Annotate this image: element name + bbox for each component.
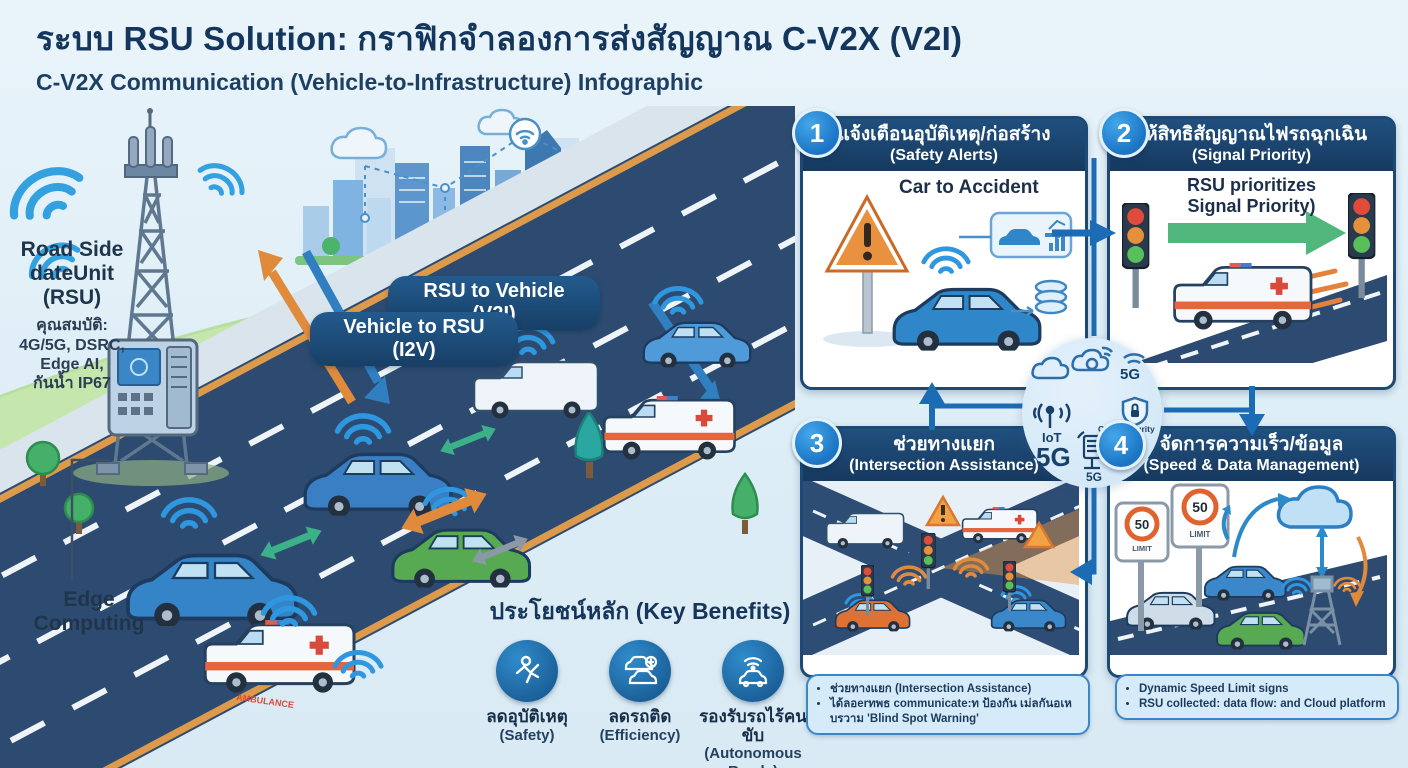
mini-warning-triangles [924, 494, 1056, 549]
panel2-caption: RSU prioritizes Signal Priority) [1186, 175, 1317, 216]
panel3-bullet: ได้ลอerทพธ communicate:ท ป้องกัน เม่ลกัน… [830, 697, 1080, 727]
svg-text:LIMIT: LIMIT [1132, 544, 1152, 553]
page-subtitle: C-V2X Communication (Vehicle-to-Infrastr… [36, 69, 704, 95]
panel-safety-alerts: แจ้งเตือนอุบัติเหตุ/ก่อสร้าง (Safety Ale… [800, 116, 1088, 390]
svg-text:50: 50 [1135, 517, 1149, 532]
panel1-title-en: (Safety Alerts) [890, 146, 998, 164]
panel4-title-th: จัดการความเร็ว/ข้อมูล [1159, 434, 1344, 455]
efficiency-icon [609, 640, 671, 702]
panel1-number-badge: 1 [792, 108, 842, 158]
panel4-bullets: Dynamic Speed Limit signs RSU collected:… [1115, 674, 1399, 720]
data-coins-icon [1034, 279, 1068, 315]
svg-text:LIMIT: LIMIT [1190, 530, 1211, 539]
ambulance-text: AMBULANCE [236, 692, 295, 710]
cloud-platform-icon [1276, 485, 1353, 529]
mini-rsu-tower [1302, 575, 1342, 646]
rsu-spec: คุณสมบัติ: [36, 317, 108, 335]
rsu-spec: Edge AI, [40, 355, 104, 373]
safety-icon [496, 640, 558, 702]
wifi-5g-icon [1123, 353, 1145, 365]
panel1-header: แจ้งเตือนอุบัติเหตุ/ก่อสร้าง (Safety Ale… [803, 119, 1085, 172]
warning-triangle-icon [824, 194, 910, 273]
hub-5g-label: 5G [1120, 366, 1141, 383]
hub-5g-bottom-label: 5G [1086, 470, 1103, 484]
key-benefits-title: ประโยชน์หลัก (Key Benefits) [489, 598, 791, 624]
benefit-autonomous: รองรับรถไร้คนขับ (Autonomous Ready) [698, 640, 808, 768]
panel3-illustration [803, 481, 1085, 658]
rsu-name-line1: Road Side [20, 238, 124, 261]
panel4-number-badge: 4 [1096, 420, 1146, 470]
hub-iot-label: IoT [1042, 430, 1062, 445]
rsu-label: Road Side dateUnit (RSU) คุณสมบัติ: 4G/5… [6, 238, 138, 393]
panel3-bullets: ช่วยทางแยก (Intersection Assistance) ได้… [806, 674, 1090, 735]
data-report-icon [959, 211, 1073, 259]
panel-speed-data-management: จัดการความเร็ว/ข้อมูล (Speed & Data Mana… [1107, 426, 1396, 678]
page-title: ระบบ RSU Solution: กราฟิกจำลองการส่งสัญญ… [36, 20, 963, 57]
panel1-caption: Car to Accident [899, 177, 1039, 199]
data-flow-arrows [1221, 497, 1324, 570]
header: ระบบ RSU Solution: กราฟิกจำลองการส่งสัญญ… [36, 12, 962, 96]
speed-limit-sign: 50 LIMIT [1114, 501, 1170, 632]
panel3-number-badge: 3 [792, 418, 842, 468]
panel4-illustration: 50 LIMIT 50 LIMIT [1110, 483, 1387, 656]
edge-computing-cabinet [107, 338, 199, 437]
panel1-illustration [823, 194, 1073, 351]
panel1-title-th: แจ้งเตือนอุบัติเหตุ/ก่อสร้าง [837, 124, 1051, 145]
panel4-bullet: Dynamic Speed Limit signs [1139, 682, 1389, 697]
technology-hub: 5G IoT Cybersecurity 5G 5G [1022, 338, 1162, 488]
panel-intersection-assistance: ช่วยทางแยก (Intersection Assistance) [800, 426, 1088, 678]
panel2-title-en: (Signal Priority) [1191, 146, 1312, 164]
panel4-bullet: RSU collected: data flow: and Cloud plat… [1139, 697, 1389, 712]
panel3-title-en: (Intersection Assistance) [849, 456, 1039, 474]
wifi-badge-icon [508, 117, 542, 151]
panel2-title-th: ให้สิทธิสัญญาณไฟรถฉุกเฉิน [1135, 124, 1368, 145]
panel2-number-badge: 2 [1099, 108, 1149, 158]
rsu-spec: 4G/5G, DSRC, [19, 336, 125, 354]
rsu-spec: กันน้ำ IP67 [33, 374, 111, 392]
panel-signal-priority: ให้สิทธิสัญญาณไฟรถฉุกเฉิน (Signal Priori… [1107, 116, 1396, 424]
svg-text:50: 50 [1192, 499, 1208, 515]
panel3-title-th: ช่วยทางแยก [892, 434, 996, 455]
panel2-header: ให้สิทธิสัญญาณไฟรถฉุกเฉิน (Signal Priori… [1110, 119, 1393, 172]
hub-5g-big-label: 5G [1036, 442, 1071, 472]
iot-antenna-icon [1033, 403, 1071, 428]
rsu-tower [73, 108, 229, 486]
priority-green-arrow [1168, 211, 1346, 256]
panel3-bullet: ช่วยทางแยก (Intersection Assistance) [830, 682, 1080, 697]
tower-wifi-icon [195, 158, 248, 202]
edge-connector [70, 458, 110, 580]
benefit-safety: ลดอุบัติเหตุ (Safety) [472, 640, 582, 768]
panel4-title-en: (Speed & Data Management) [1143, 456, 1360, 474]
edge-computing-label: Edge Computing [33, 588, 145, 636]
benefit-efficiency: ลดรถติด (Efficiency) [585, 640, 695, 768]
cloud-icon [1031, 356, 1070, 380]
cloud-iot-icon [1071, 346, 1114, 372]
pill-vehicle-to-rsu: Vehicle to RSU (I2V) [310, 312, 518, 366]
rsu-name-line2: Unit (RSU) [42, 262, 114, 310]
key-benefits: ประโยชน์หลัก (Key Benefits) ลดอุบัติเหตุ… [472, 594, 808, 768]
autonomous-icon [722, 640, 784, 702]
speed-limit-sign: 50 LIMIT [1170, 483, 1230, 608]
